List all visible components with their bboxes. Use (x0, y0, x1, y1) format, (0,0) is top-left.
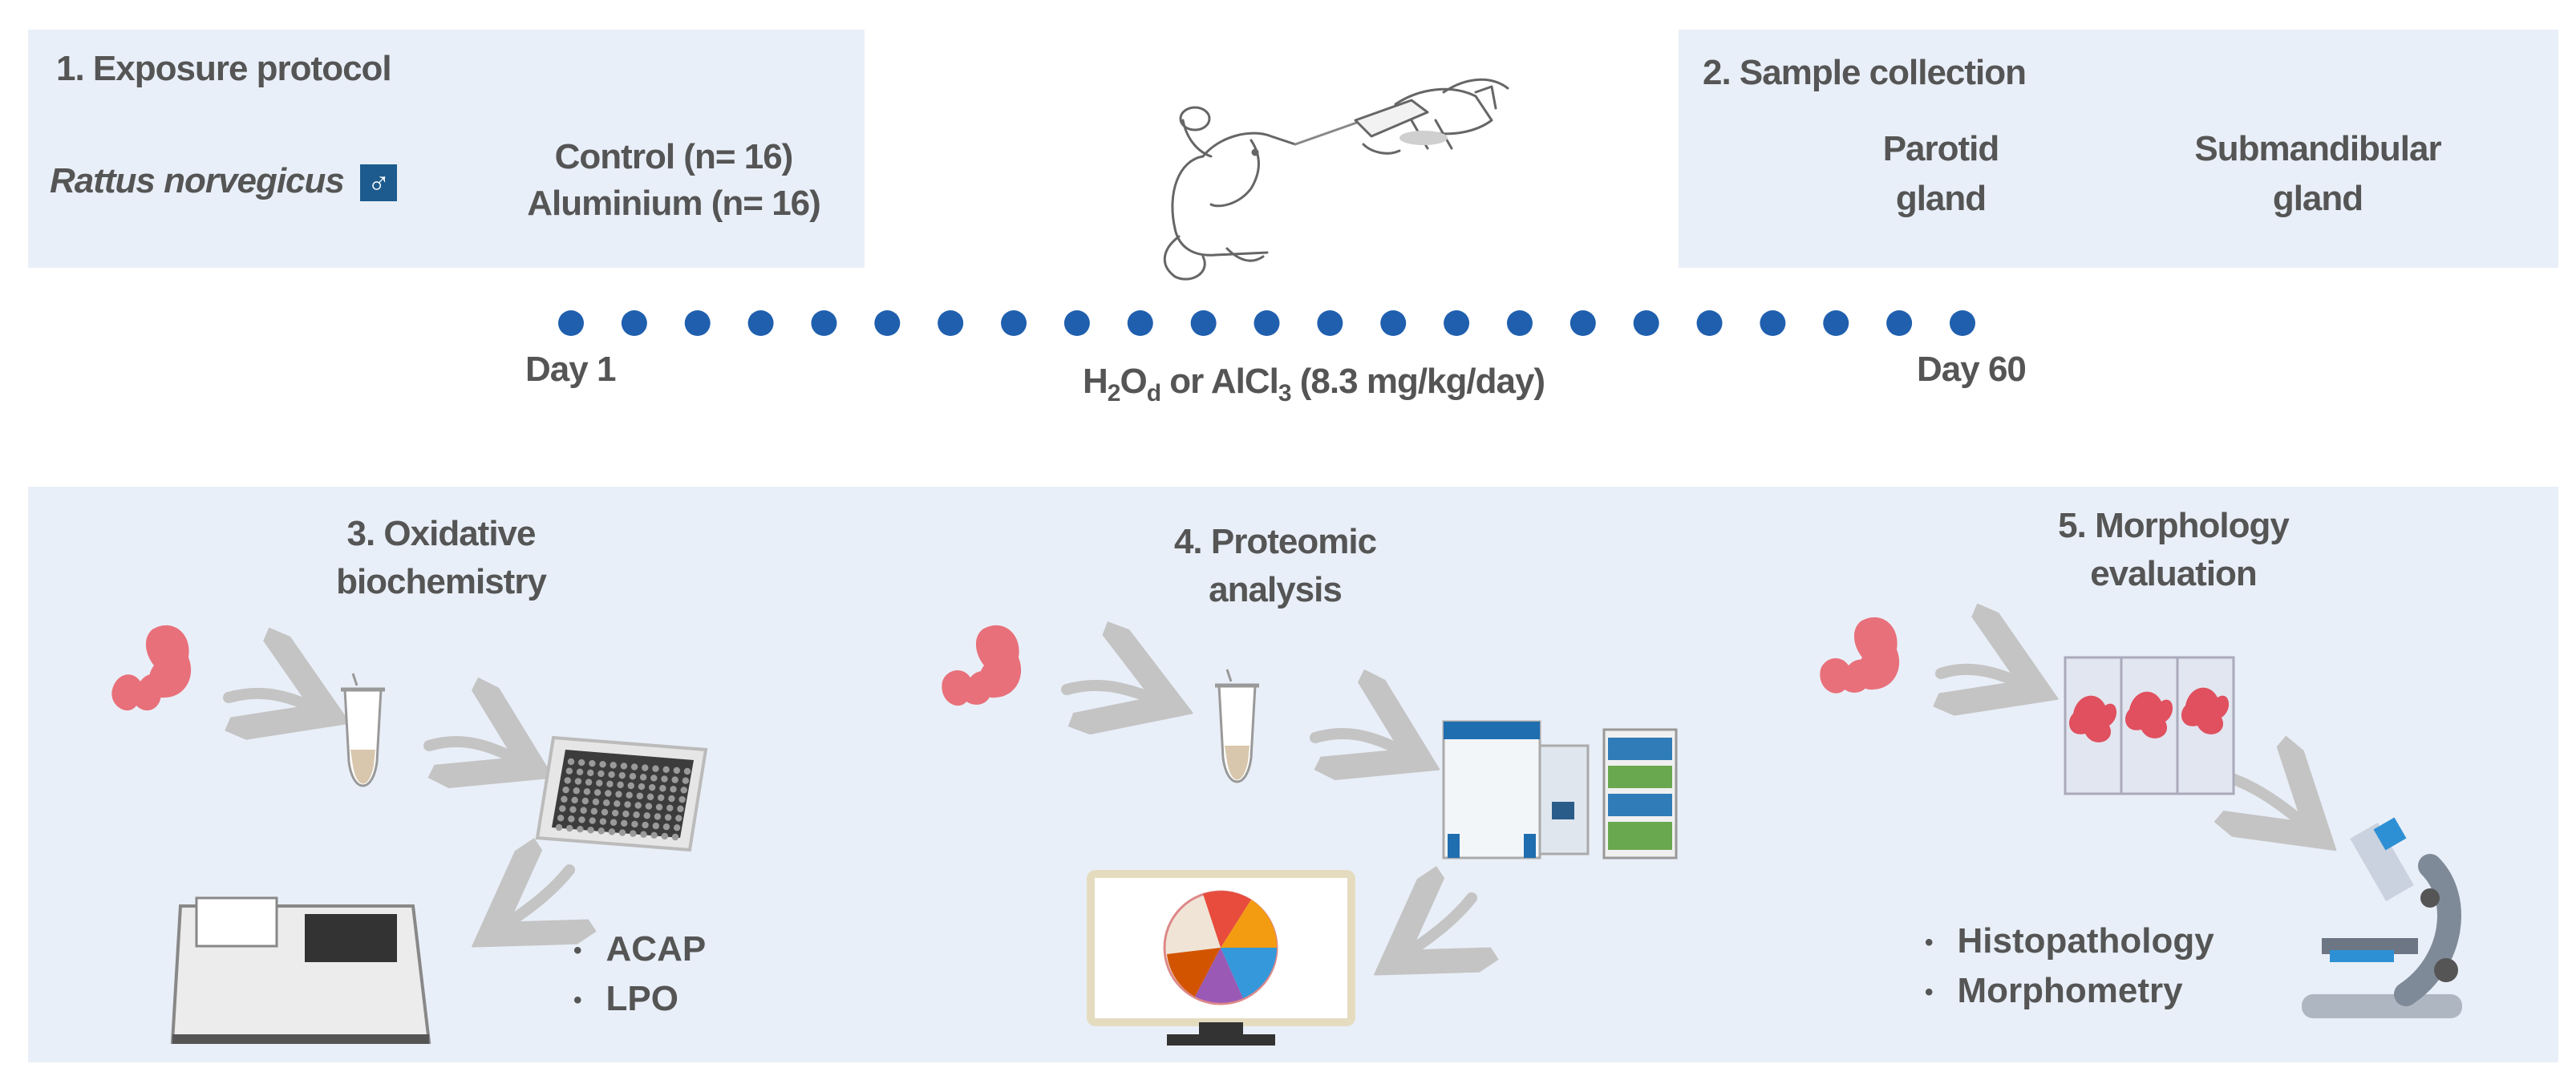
timeline-dot (811, 310, 837, 336)
exposure-panel (28, 30, 865, 268)
collection-panel (1679, 30, 2558, 268)
tissue-sample-icon (111, 673, 161, 711)
microscope-icon (2302, 817, 2462, 1018)
timeline-dot (1760, 310, 1786, 336)
tissue-sample-icon (942, 669, 991, 706)
tissue-samples (111, 617, 1900, 711)
parotid-gland-line2: gland (1895, 179, 1987, 218)
timeline-dot (1254, 310, 1280, 336)
morphology-title-line1: 5. Morphology (2058, 506, 2290, 545)
timeline-dot (621, 310, 647, 336)
method-item: •Histopathology (1925, 921, 2214, 961)
timeline-dot (1001, 310, 1027, 336)
timeline-dot (684, 310, 711, 336)
timeline-dot (1444, 310, 1470, 336)
timeline-dot (938, 310, 964, 336)
timeline-dot (1823, 310, 1849, 336)
proteomic-title-line2: analysis (1209, 570, 1343, 609)
spectrophotometer-icon (170, 896, 431, 1044)
parotid-gland-line1: Parotid (1882, 129, 2000, 168)
sample-tube-icon (341, 673, 385, 787)
tissue-sample-icon (1820, 657, 1869, 694)
timeline-dot (1886, 310, 1913, 336)
aluminium-group: Aluminium (n= 16) (527, 184, 821, 223)
collection-title: 2. Sample collection (1703, 53, 2027, 92)
timeline-dot (1190, 310, 1217, 336)
control-group: Control (n= 16) (554, 137, 794, 176)
exposure-title: 1. Exposure protocol (56, 49, 392, 88)
timeline-dot (1950, 310, 1975, 336)
rat-gavage-icon (1163, 78, 1509, 281)
submandibular-gland-line1: Submandibular (2194, 129, 2441, 168)
microplate-icon (535, 735, 708, 852)
timeline-dot (874, 310, 901, 336)
timeline-end: Day 60 (1917, 350, 2027, 389)
timeline-dots (558, 310, 1975, 336)
timeline-dot (1380, 310, 1407, 336)
timeline-dot (747, 310, 774, 336)
oxidative-title-line2: biochemistry (336, 562, 547, 601)
timeline-dot (1506, 310, 1533, 336)
timeline-dot (1063, 310, 1090, 336)
timeline-dot (1633, 310, 1659, 336)
assay-item: •LPO (573, 979, 678, 1018)
timeline-dot (1696, 310, 1723, 336)
male-icon: ♂ (359, 164, 397, 202)
oxidative-title-line1: 3. Oxidative (346, 514, 536, 553)
species-label: Rattus norvegicus ♂ (50, 160, 397, 203)
proteomic-title-line1: 4. Proteomic (1173, 522, 1377, 561)
morphology-title-line2: evaluation (2090, 554, 2258, 593)
assay-item: •ACAP (573, 929, 707, 969)
treatment-label: H2Od or AlCl3 (8.3 mg/kg/day) (1083, 362, 1545, 407)
timeline-dot (1569, 310, 1596, 336)
histology-slides-icon (2064, 656, 2235, 795)
timeline-dot (1317, 310, 1343, 336)
sample-tube-icon (1215, 669, 1259, 783)
species-name: Rattus norvegicus (50, 161, 345, 200)
timeline-dot (1127, 310, 1153, 336)
submandibular-gland-line2: gland (2272, 179, 2363, 218)
timeline-start: Day 1 (525, 350, 616, 389)
mass-spectrometer-icon (1442, 720, 1678, 860)
timeline-dot (558, 310, 584, 336)
flow-arrows (223, 669, 2302, 950)
monitor-icon (1087, 870, 1355, 1046)
method-item: •Morphometry (1925, 971, 2183, 1010)
